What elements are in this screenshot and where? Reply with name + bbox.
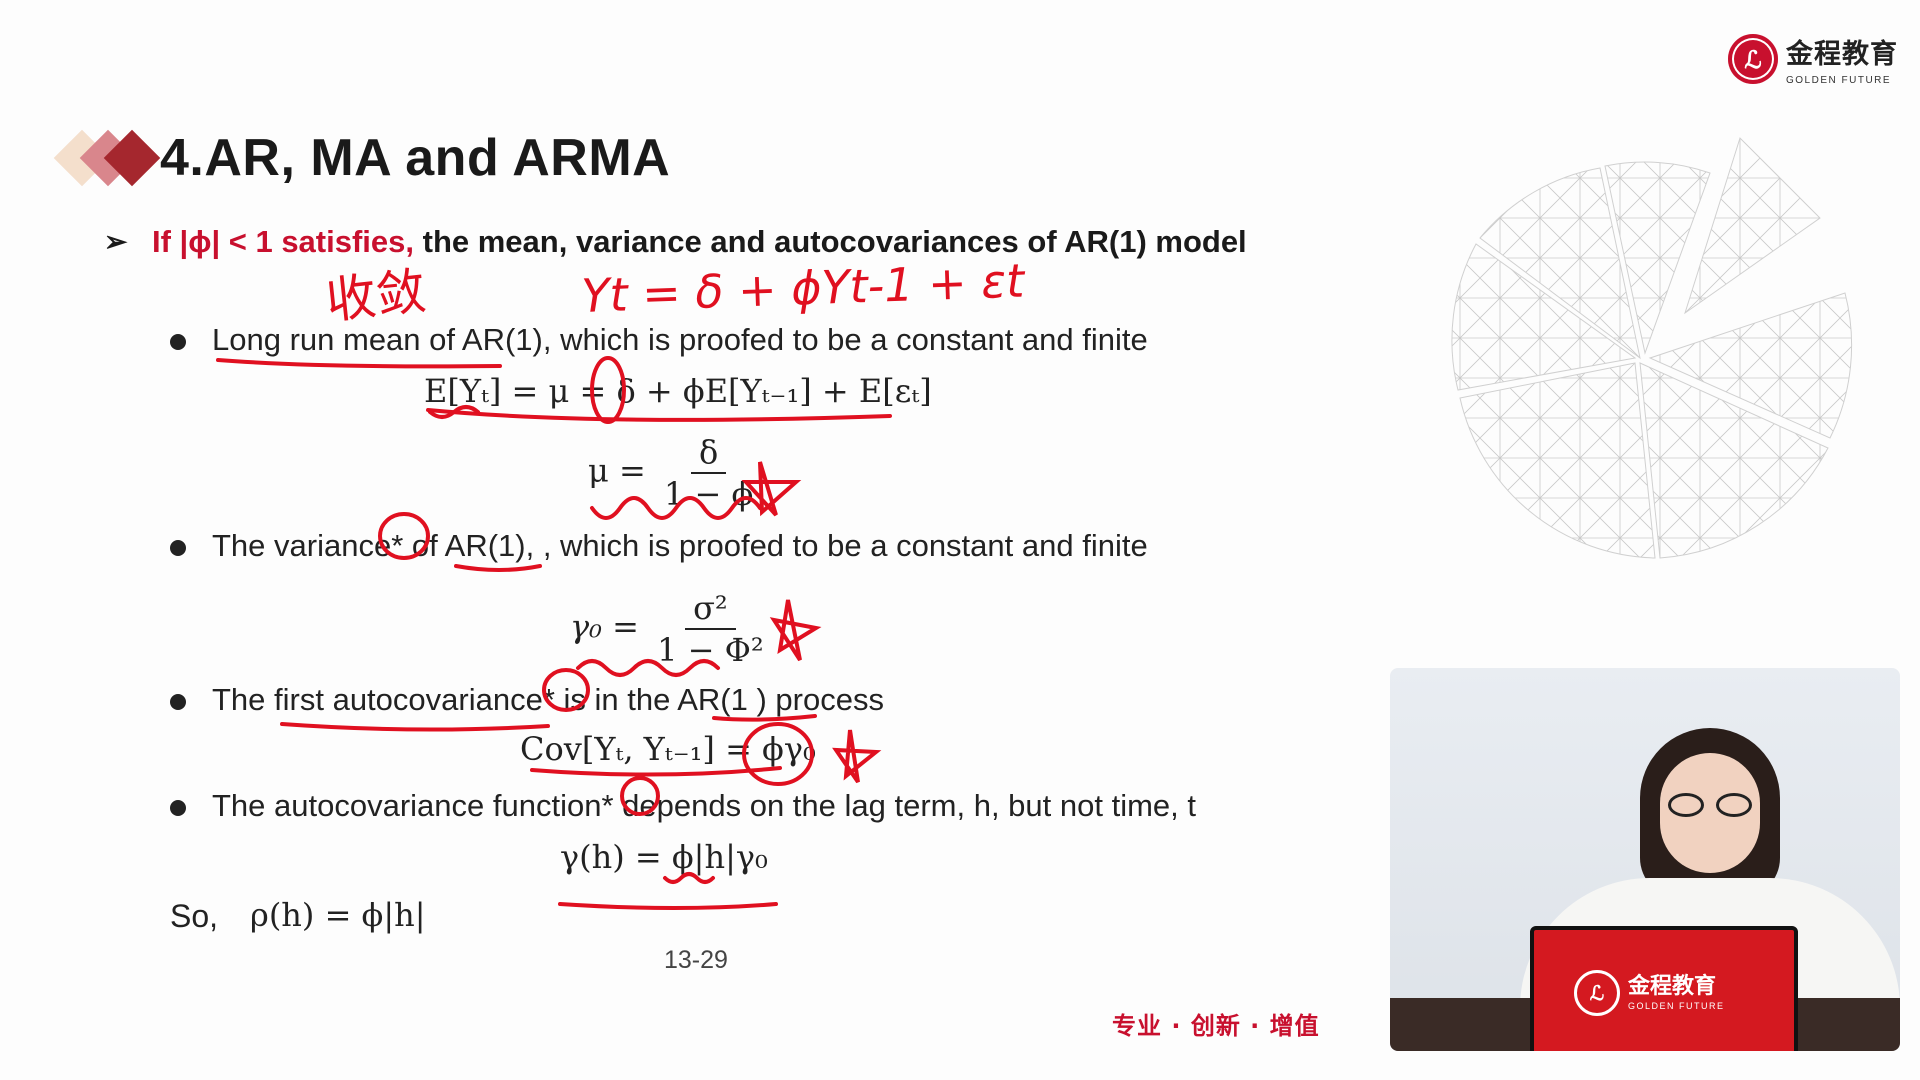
equation-variance: γ₀ = σ² 1 − Φ² bbox=[570, 588, 772, 670]
fraction-mean: δ 1 − ϕ bbox=[656, 432, 761, 514]
laptop-seal-icon: ℒ bbox=[1574, 970, 1620, 1016]
slogan: 专业 · 创新 · 增值 bbox=[1112, 1012, 1320, 1040]
bullet-variance: The variance* of AR(1), , which is proof… bbox=[170, 528, 1148, 564]
bullet-dot-icon bbox=[170, 694, 186, 710]
laptop-logo: ℒ 金程教育 GOLDEN FUTURE bbox=[1574, 970, 1725, 1016]
bullet-text: Long run mean of AR(1), which is proofed… bbox=[212, 322, 1148, 357]
heading-text: the mean, variance and autocovariances o… bbox=[414, 224, 1247, 259]
bullet-autocovariance-function: The autocovariance function* depends on … bbox=[170, 788, 1196, 824]
slide-title: 4.AR, MA and ARMA bbox=[160, 129, 671, 187]
fraction-variance: σ² 1 − Φ² bbox=[649, 588, 772, 670]
fraction-denominator: 1 − Φ² bbox=[657, 631, 764, 669]
equation-mean-expectation: E[Yₜ] = μ = δ + ϕE[Yₜ₋₁] + E[εₜ] bbox=[424, 372, 932, 410]
presenter-video: ℒ 金程教育 GOLDEN FUTURE bbox=[1390, 668, 1900, 1051]
laptop-chinese-name: 金程教育 bbox=[1628, 973, 1717, 999]
fraction-denominator: 1 − ϕ bbox=[663, 475, 754, 513]
bullet-text: The first autocovariance* is in the AR(1… bbox=[212, 682, 884, 717]
handwritten-note-cn: 收敛 bbox=[323, 262, 429, 330]
equation-covariance: Cov[Yₜ, Yₜ₋₁] = ϕγ₀ bbox=[520, 730, 816, 768]
logo-chinese-name: 金程教育 bbox=[1786, 39, 1898, 70]
logo-seal-icon: ℒ bbox=[1728, 34, 1778, 84]
slide-title-bar: 4.AR, MA and ARMA bbox=[53, 118, 671, 198]
fraction-numerator: δ bbox=[690, 432, 727, 474]
bullet-dot-icon bbox=[170, 540, 186, 556]
logo-text: 金程教育 GOLDEN FUTURE bbox=[1786, 32, 1898, 86]
fraction-numerator: σ² bbox=[685, 588, 736, 630]
bullet-dot-icon bbox=[170, 800, 186, 816]
bullet-text: The variance* of AR(1), , which is proof… bbox=[212, 528, 1148, 563]
bullet-dot-icon bbox=[170, 334, 186, 350]
bullet-long-run-mean: Long run mean of AR(1), which is proofed… bbox=[170, 322, 1148, 358]
bullet-text: The autocovariance function* depends on … bbox=[212, 788, 1196, 823]
laptop-english-name: GOLDEN FUTURE bbox=[1628, 1000, 1725, 1011]
bullet-first-autocovariance: The first autocovariance* is in the AR(1… bbox=[170, 682, 884, 718]
page-number: 13-29 bbox=[664, 946, 728, 974]
glasses-icon bbox=[1668, 793, 1756, 817]
diamond-decoration-icon bbox=[53, 118, 161, 198]
equation-mean-lhs: μ = bbox=[588, 451, 646, 490]
heading-condition: If |ϕ| < 1 satisfies, bbox=[152, 224, 415, 259]
equation-variance-lhs: γ₀ = bbox=[570, 607, 639, 646]
equation-mean: μ = δ 1 − ϕ bbox=[588, 432, 761, 514]
so-label: So, bbox=[170, 898, 219, 934]
laptop: ℒ 金程教育 GOLDEN FUTURE bbox=[1530, 926, 1798, 1051]
equation-rho: ρ(h) = ϕ|h| bbox=[250, 896, 426, 934]
polygon-sphere-decoration bbox=[1451, 137, 1853, 559]
brand-logo: ℒ 金程教育 GOLDEN FUTURE bbox=[1728, 32, 1898, 86]
arrow-bullet-icon: ➢ bbox=[104, 226, 128, 257]
logo-english-name: GOLDEN FUTURE bbox=[1786, 75, 1892, 86]
equation-acf: γ(h) = ϕ|h|γ₀ bbox=[560, 838, 768, 876]
main-heading: ➢ If |ϕ| < 1 satisfies, the mean, varian… bbox=[104, 218, 1254, 266]
